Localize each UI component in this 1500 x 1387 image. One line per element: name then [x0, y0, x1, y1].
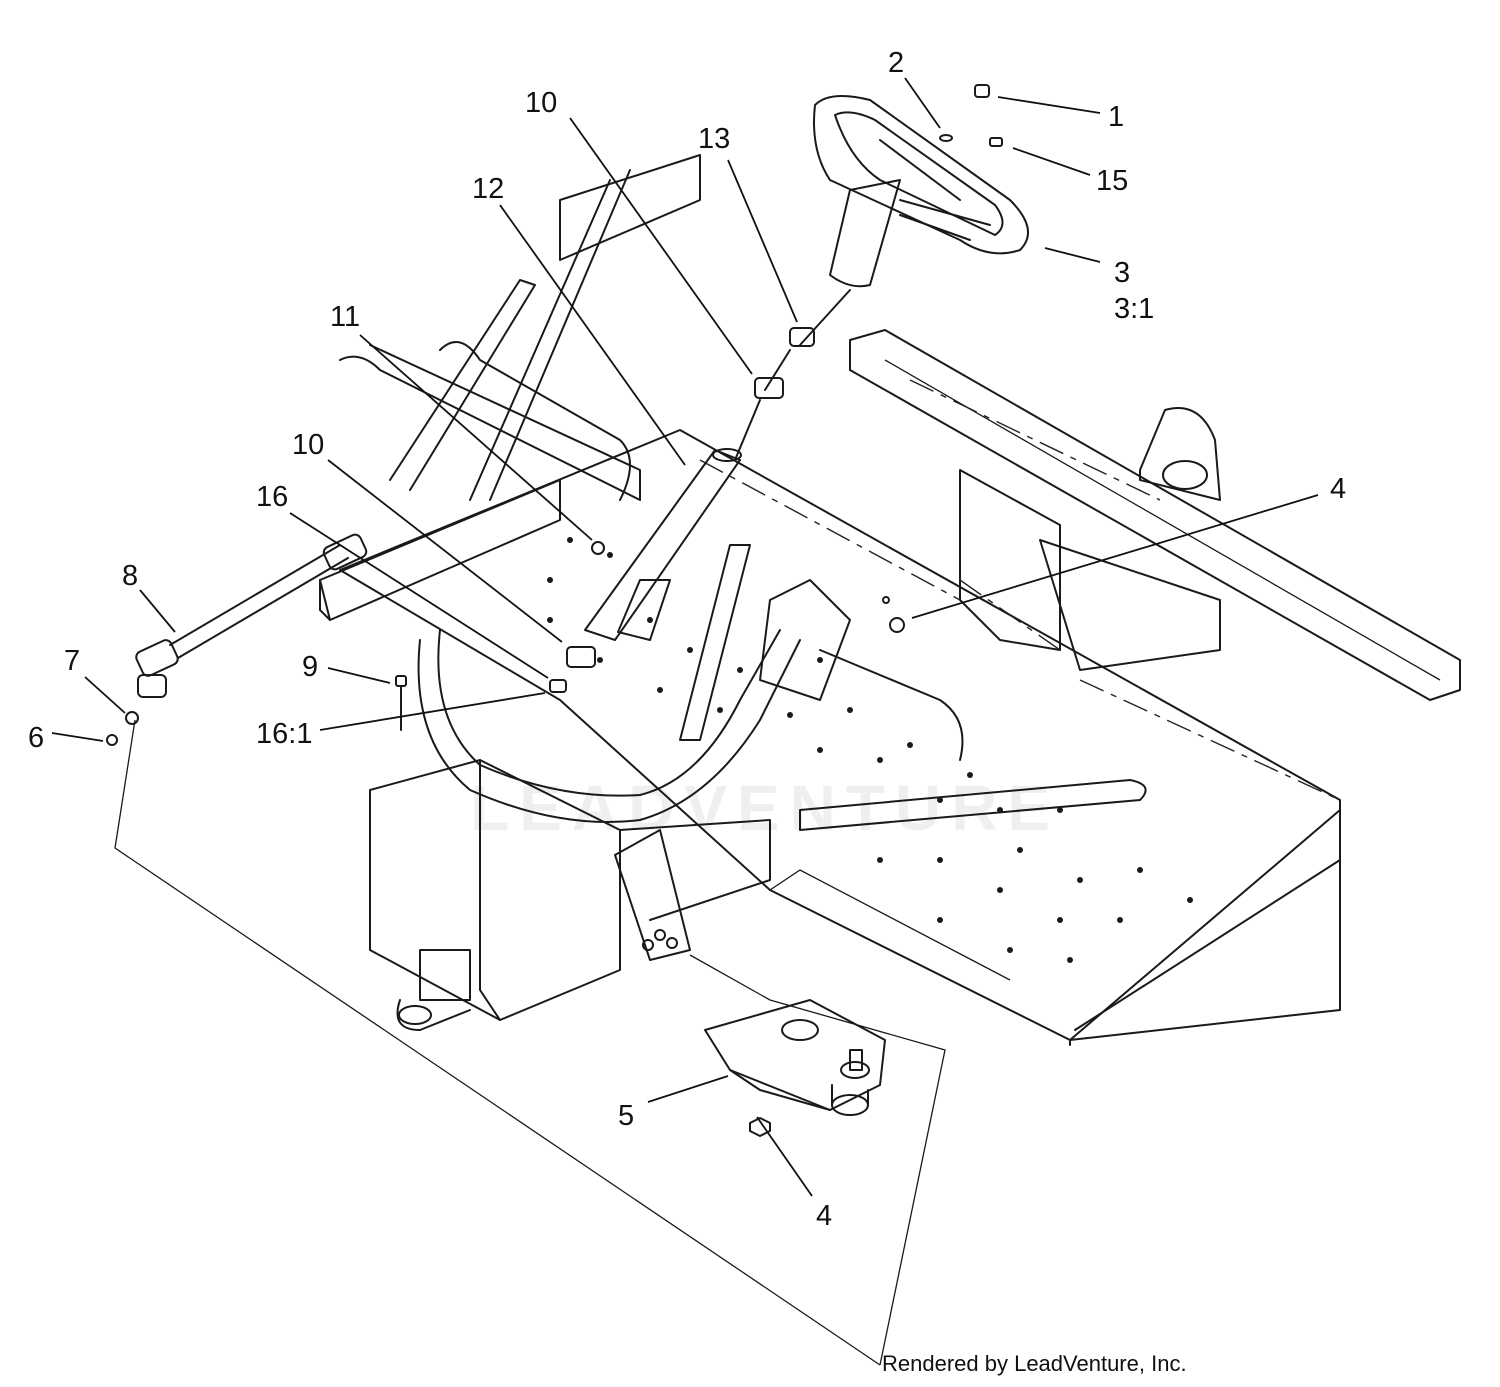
callout-16-1: 16:1	[256, 718, 312, 750]
callouts: 1 2 15 3 3:1 10 13 12 11 10 16 8 7 6 9 1…	[28, 47, 1346, 1232]
callout-7: 7	[64, 645, 80, 677]
leader-lines	[51, 77, 1319, 1197]
callout-5: 5	[618, 1100, 634, 1132]
callout-15: 15	[1096, 165, 1128, 197]
callout-3: 3	[1114, 257, 1130, 289]
callout-10-lower: 10	[292, 429, 324, 461]
steering-shaft	[106, 533, 881, 1366]
callout-13: 13	[698, 123, 730, 155]
watermark-text: LEADVENTURE	[470, 772, 1060, 844]
callout-8: 8	[122, 560, 138, 592]
callout-2: 2	[888, 47, 904, 79]
floor-holes	[547, 537, 1193, 963]
callout-3-1: 3:1	[1114, 293, 1154, 325]
callout-4-upper: 4	[1330, 473, 1346, 505]
callout-12: 12	[472, 173, 504, 205]
callout-1: 1	[1108, 101, 1124, 133]
steering-column	[549, 84, 1003, 693]
steering-gearbox	[689, 954, 946, 1366]
credit-text: Rendered by LeadVenture, Inc.	[882, 1351, 1187, 1376]
callout-9: 9	[302, 651, 318, 683]
chassis-frame	[319, 154, 1461, 1046]
callout-6: 6	[28, 722, 44, 754]
callout-16: 16	[256, 481, 288, 513]
callout-10-upper: 10	[525, 87, 557, 119]
callout-4-lower: 4	[816, 1200, 832, 1232]
steering-wheel	[813, 95, 1029, 288]
callout-11: 11	[330, 301, 360, 333]
